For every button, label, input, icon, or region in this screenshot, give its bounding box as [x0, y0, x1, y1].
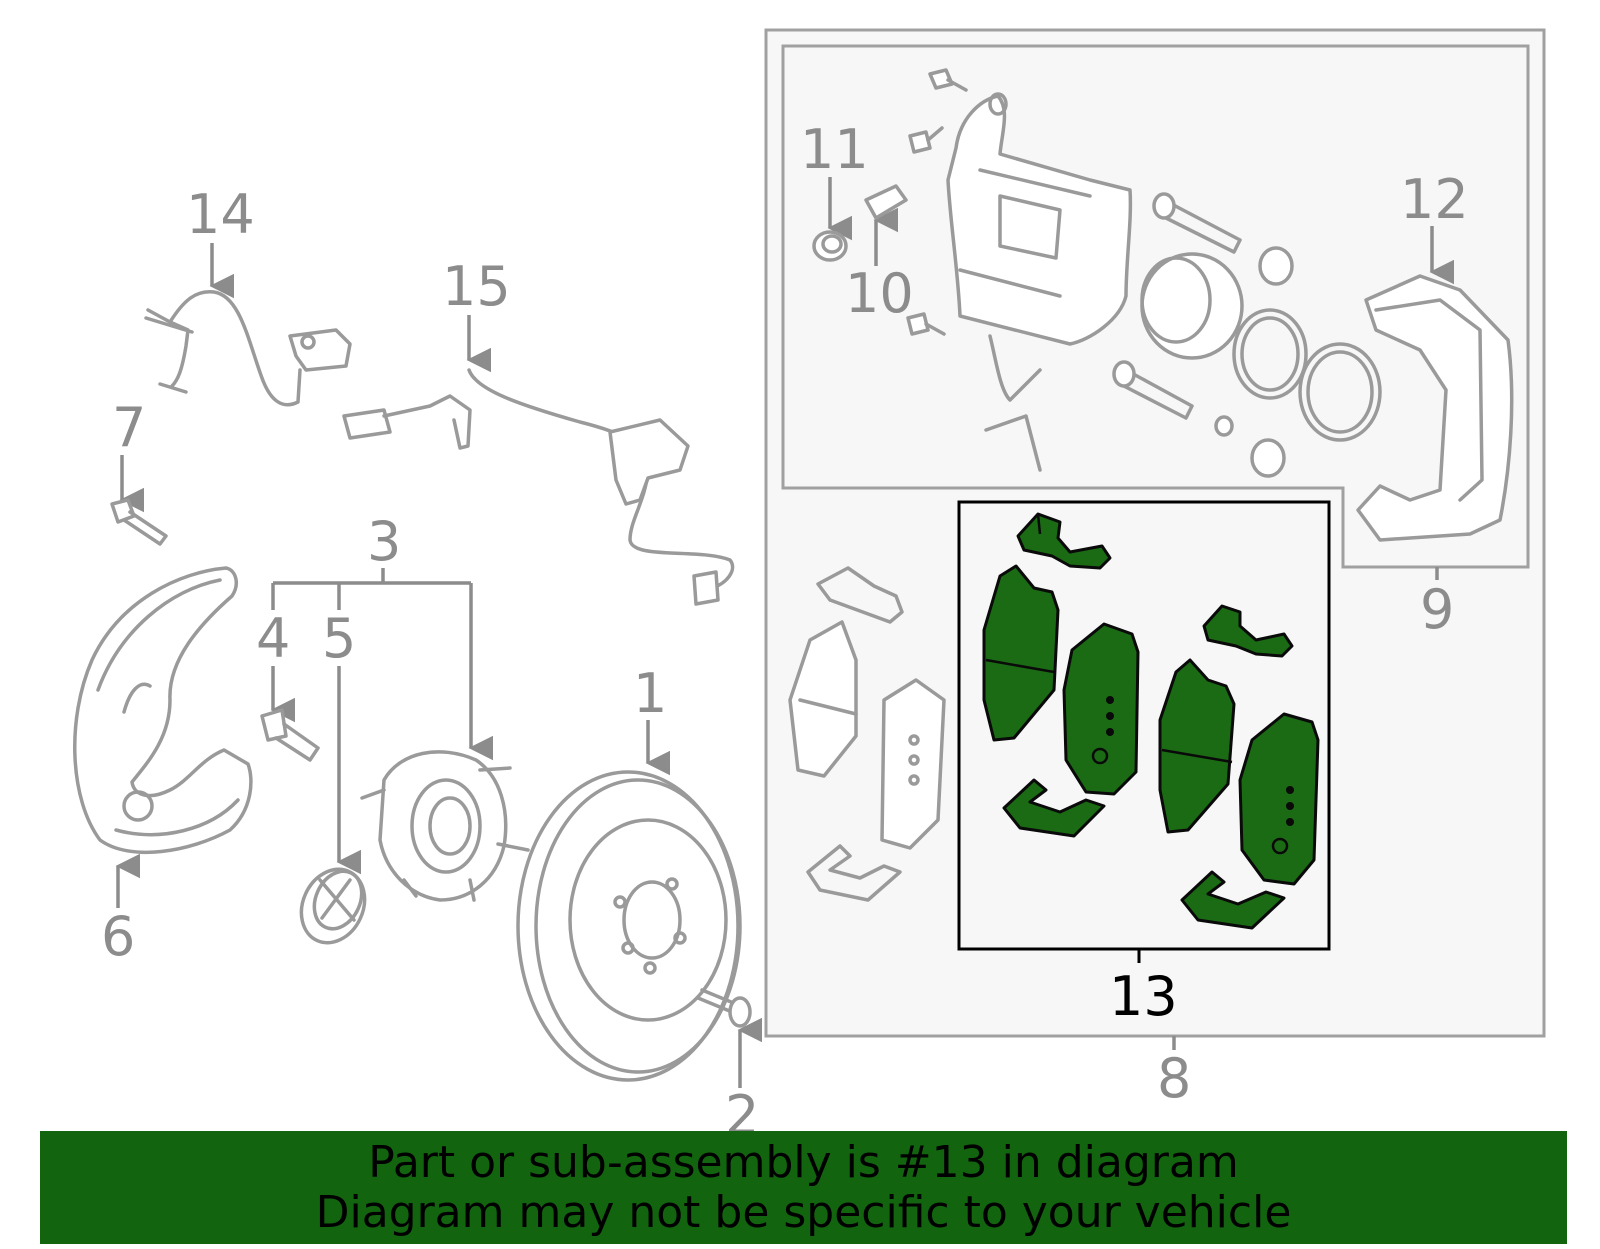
- banner-line-1: Part or sub-assembly is #13 in diagram: [368, 1136, 1239, 1188]
- callout-12: 12: [1400, 168, 1469, 231]
- brake-rotor-part: [516, 770, 742, 1082]
- callout-14: 14: [186, 183, 255, 246]
- bolt-7-part: [110, 498, 168, 546]
- callout-7: 7: [112, 396, 146, 459]
- callout-13: 13: [1109, 965, 1178, 1028]
- dust-shield-part: [73, 566, 253, 855]
- callout-9: 9: [1420, 578, 1454, 641]
- callout-10: 10: [845, 262, 914, 325]
- leader-lines: [115, 177, 1455, 1088]
- outer-pad-set-part: [788, 566, 946, 902]
- info-banner: Part or sub-assembly is #13 in diagram D…: [40, 1131, 1567, 1244]
- callout-11: 11: [800, 118, 869, 181]
- wheel-stud-part: [260, 708, 320, 762]
- callout-3: 3: [367, 510, 401, 573]
- banner-line-2: Diagram may not be specific to your vehi…: [315, 1186, 1292, 1238]
- brake-pad-set-highlighted: [982, 512, 1320, 930]
- callout-6: 6: [101, 905, 135, 968]
- callout-4: 4: [256, 607, 290, 670]
- brake-hose-part: [144, 290, 352, 407]
- abs-sensor-part: [342, 368, 735, 606]
- hub-cap-part: [299, 867, 367, 945]
- caliper-assembly-part: [812, 68, 1514, 542]
- rotor-screw-part: [696, 988, 752, 1028]
- callout-8: 8: [1157, 1047, 1191, 1110]
- callout-numbers: 14 15 7 3 4 5 6 1 2 11 10 12 9 13 8: [101, 118, 1469, 1147]
- callout-1: 1: [633, 662, 667, 725]
- callout-5: 5: [322, 607, 356, 670]
- hub-bearing-part: [360, 750, 530, 902]
- callout-15: 15: [442, 255, 511, 318]
